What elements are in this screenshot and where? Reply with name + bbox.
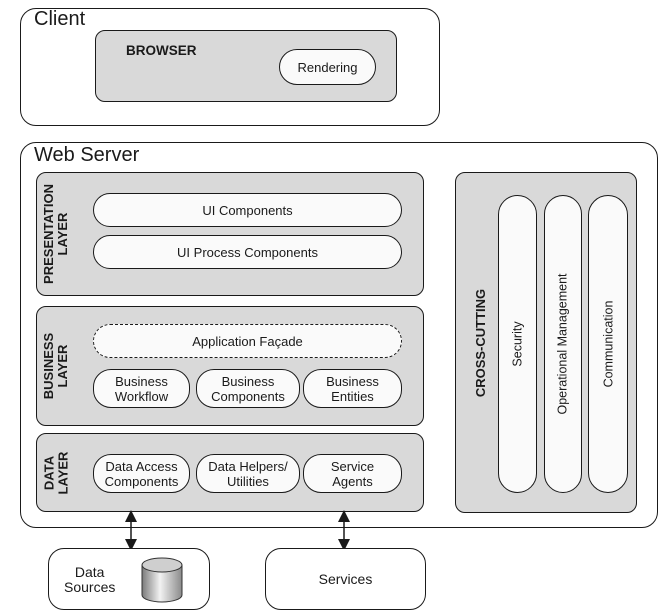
data-label-line1: DATA xyxy=(41,455,56,490)
data-sources-line2: Sources xyxy=(64,579,116,595)
operational-management-label: Operational Management xyxy=(556,273,570,415)
business-workflow-line2: Workflow xyxy=(114,388,169,404)
service-agents-line1: Service xyxy=(330,458,375,474)
data-sources-box xyxy=(48,548,210,610)
services-box: Services xyxy=(265,548,426,610)
communication-label: Communication xyxy=(601,300,615,388)
operational-management-component: Operational Management xyxy=(544,195,582,493)
data-access-line1: Data Access xyxy=(105,458,178,474)
business-label-line1: BUSINESS xyxy=(41,332,56,400)
business-entities: Business Entities xyxy=(303,369,402,408)
business-components: Business Components xyxy=(196,369,300,408)
ui-process-components-label: UI Process Components xyxy=(177,244,318,260)
data-layer-label: DATA LAYER xyxy=(38,433,74,512)
business-label-line2: LAYER xyxy=(55,344,70,388)
business-components-line2: Components xyxy=(211,388,285,404)
presentation-label-line2: LAYER xyxy=(55,212,71,256)
data-helpers-line1: Data Helpers/ xyxy=(208,458,288,474)
data-access-components: Data Access Components xyxy=(93,454,190,493)
cross-cutting-label-wrap: CROSS-CUTTING xyxy=(466,172,496,513)
presentation-label-line1: PRESENTATION xyxy=(41,184,57,284)
data-sources-label: Data Sources xyxy=(64,565,115,595)
cross-cutting-label: CROSS-CUTTING xyxy=(473,288,488,397)
security-component: Security xyxy=(498,195,537,493)
business-workflow-line1: Business xyxy=(115,373,168,389)
database-icon xyxy=(141,557,183,603)
presentation-layer-panel xyxy=(36,172,424,296)
presentation-layer-label: PRESENTATION LAYER xyxy=(38,172,74,296)
services-label: Services xyxy=(318,571,373,587)
data-access-line2: Components xyxy=(104,473,179,489)
data-helpers-utilities: Data Helpers/ Utilities xyxy=(196,454,300,493)
application-facade-label: Application Façade xyxy=(192,333,303,349)
business-entities-line2: Entities xyxy=(331,388,374,404)
client-title: Client xyxy=(34,8,86,30)
web-server-title: Web Server xyxy=(34,144,140,166)
data-helpers-line2: Utilities xyxy=(227,473,269,489)
rendering-component: Rendering xyxy=(279,49,376,85)
ui-process-components: UI Process Components xyxy=(93,235,402,269)
service-agents-line2: Agents xyxy=(332,473,373,489)
business-workflow: Business Workflow xyxy=(93,369,190,408)
service-agents: Service Agents xyxy=(303,454,402,493)
browser-label: BROWSER xyxy=(126,43,197,58)
data-label-line2: LAYER xyxy=(55,451,70,494)
data-sources-line1: Data xyxy=(74,564,105,580)
ui-components: UI Components xyxy=(93,193,402,227)
application-facade: Application Façade xyxy=(93,324,402,358)
business-components-line1: Business xyxy=(221,373,275,389)
rendering-label: Rendering xyxy=(297,59,358,75)
communication-component: Communication xyxy=(588,195,628,493)
security-label: Security xyxy=(510,321,525,367)
ui-components-label: UI Components xyxy=(202,202,293,218)
business-entities-line1: Business xyxy=(326,373,379,389)
business-layer-label: BUSINESS LAYER xyxy=(38,306,74,426)
